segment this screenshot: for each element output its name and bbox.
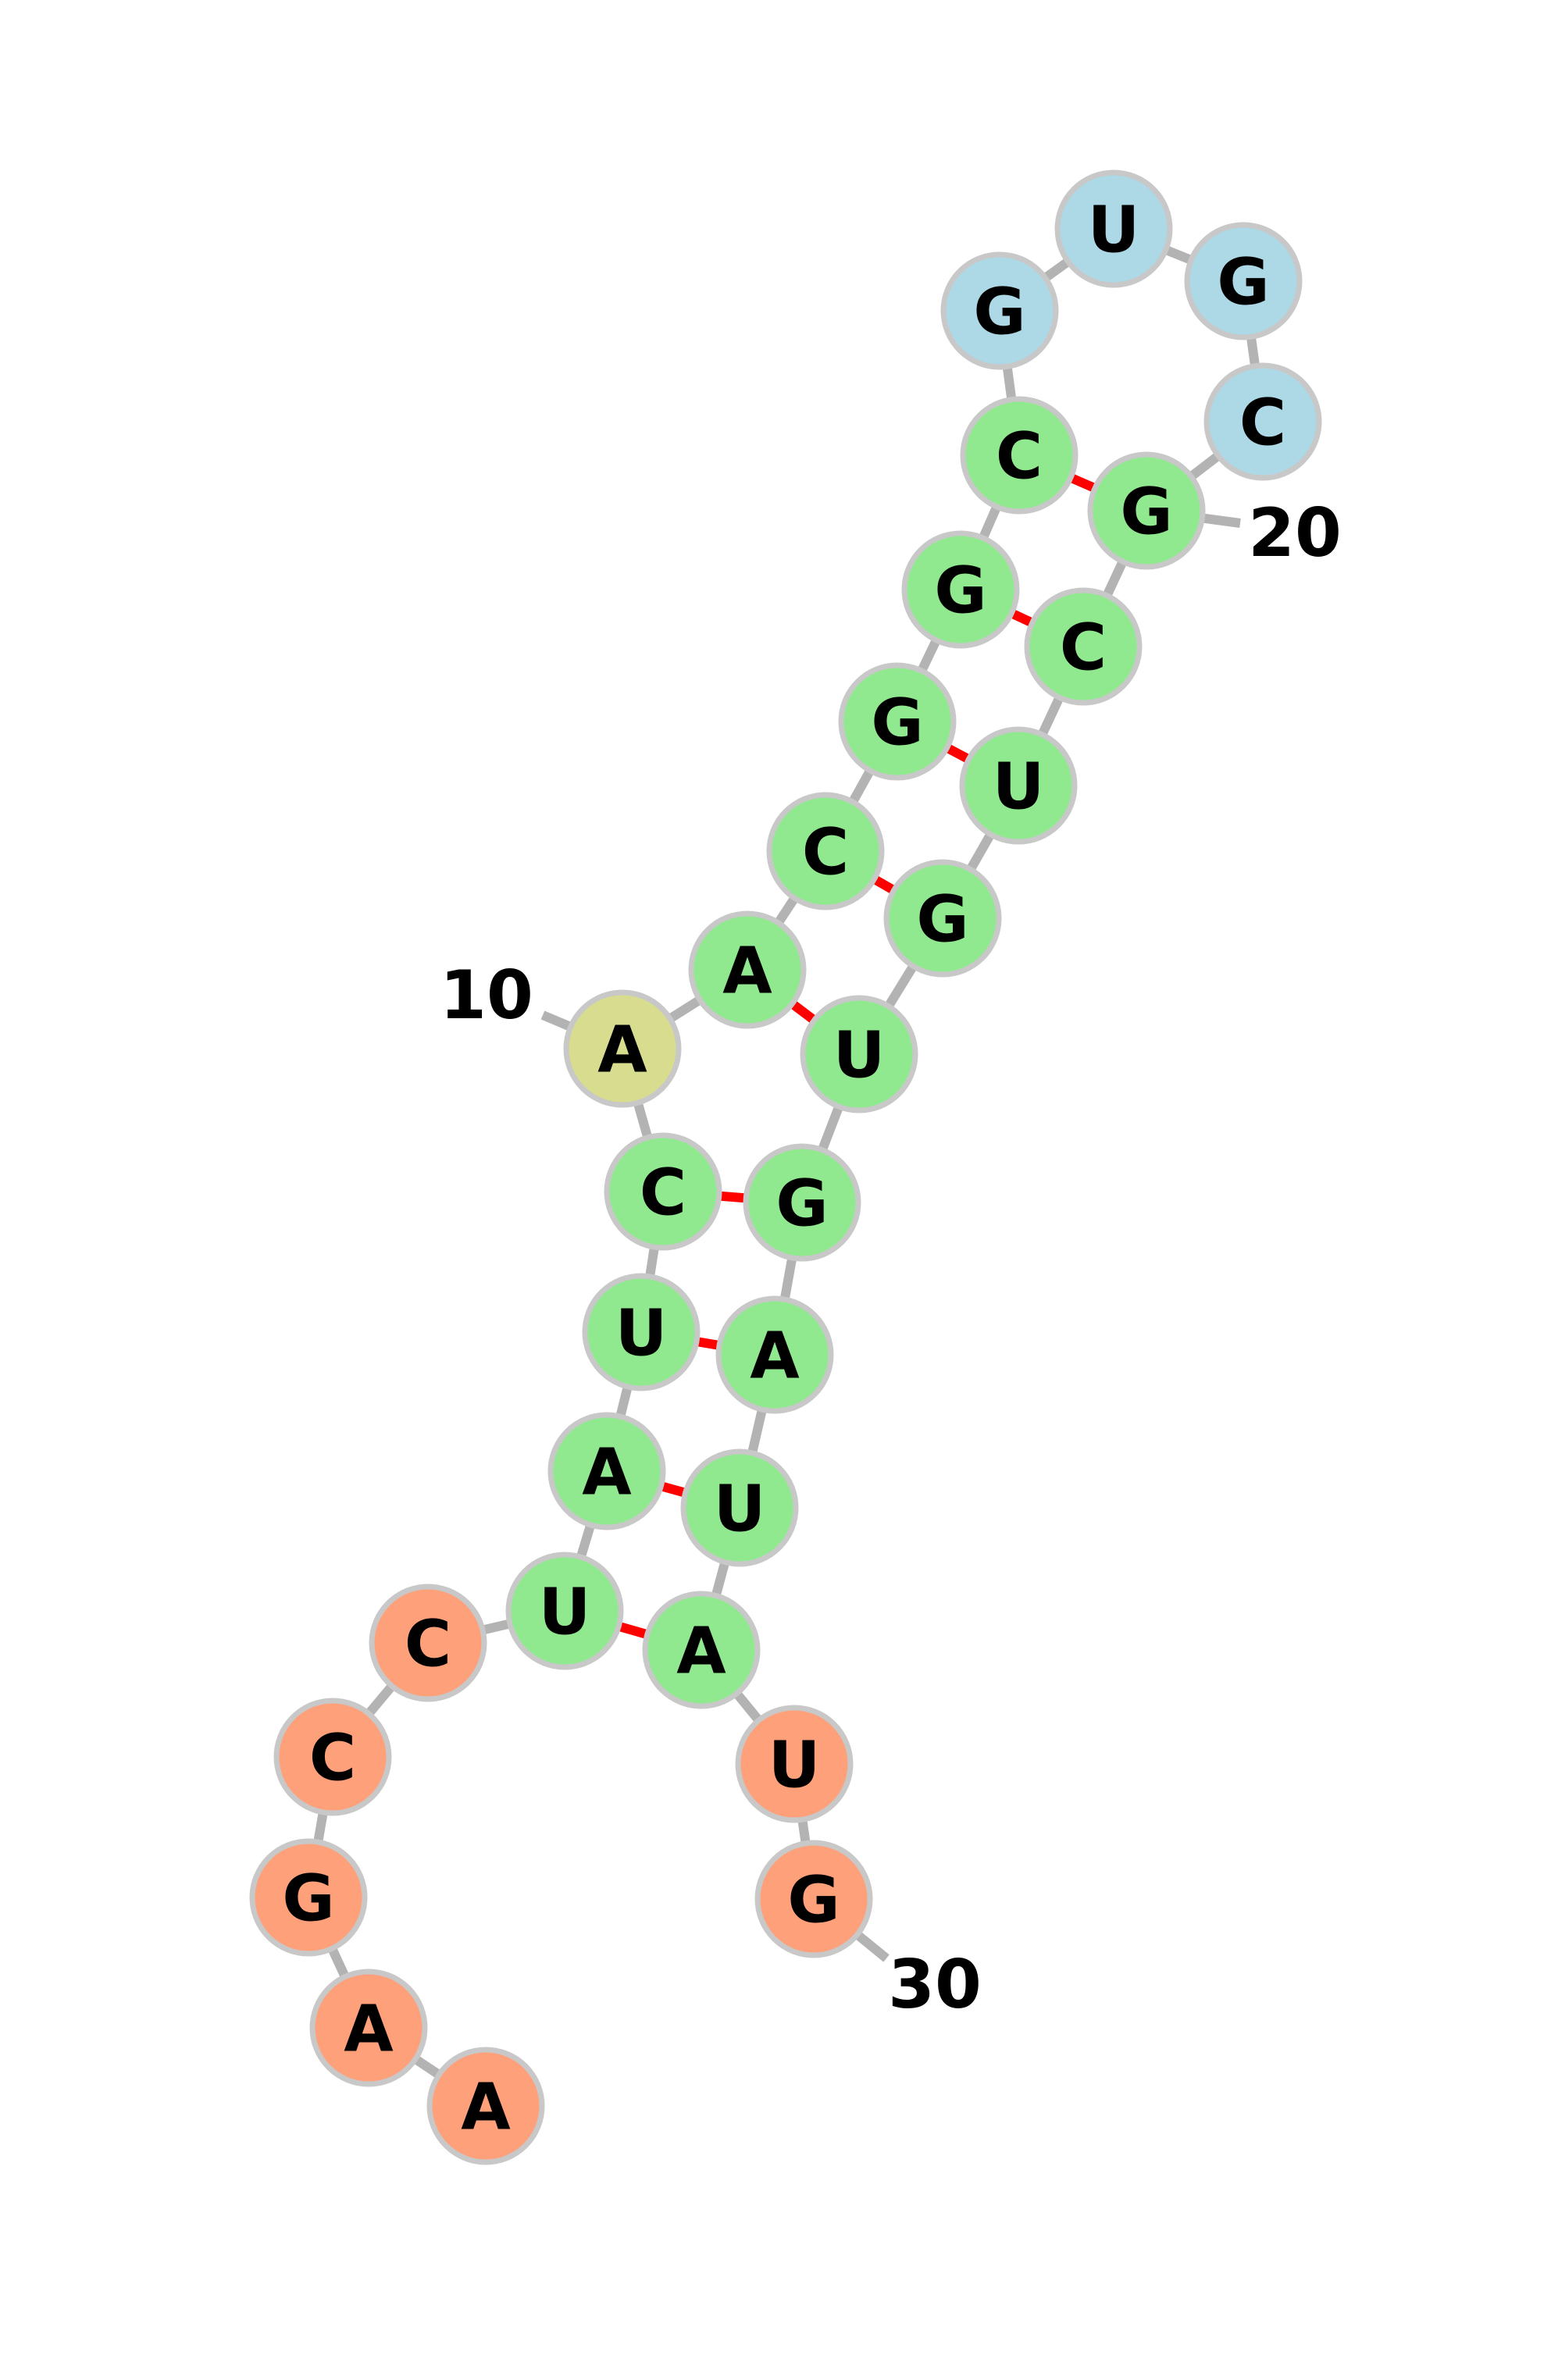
nucleotide-circle: [1024, 587, 1143, 706]
nucleotide-6: U: [505, 1552, 624, 1670]
nucleotide-21: C: [1024, 587, 1143, 706]
nucleotide-24: U: [800, 995, 918, 1113]
nucleotide-letter: U: [615, 1297, 668, 1371]
nucleotide-circle: [582, 1273, 701, 1391]
nucleotide-circle: [1087, 451, 1206, 570]
nucleotide-17: U: [1054, 169, 1173, 288]
nucleotide-27: U: [680, 1448, 799, 1567]
nucleotide-circle: [426, 2047, 545, 2165]
nucleotide-26: A: [715, 1295, 834, 1414]
nucleotide-circle: [1054, 169, 1173, 288]
nucleotide-12: C: [766, 792, 885, 910]
nucleotide-circle: [309, 1968, 428, 2087]
nucleotide-circle: [249, 1838, 368, 1957]
nucleotide-letter: C: [996, 420, 1043, 494]
nucleotide-30: G: [754, 1840, 873, 1958]
nucleotide-letter: G: [973, 276, 1025, 350]
nucleotide-letter: A: [344, 1993, 394, 2067]
nucleotide-14: G: [901, 530, 1020, 649]
nucleotide-28: A: [642, 1591, 761, 1709]
nucleotide-circle: [273, 1698, 392, 1816]
nucleotide-20: G: [1087, 451, 1206, 570]
nucleotide-circle: [505, 1552, 624, 1670]
nucleotide-letter: U: [993, 750, 1045, 825]
nucleotide-18: G: [1184, 222, 1303, 340]
nucleotide-letter: C: [405, 1608, 451, 1682]
nucleotide-letter: G: [1120, 476, 1172, 550]
nucleotide-letter: G: [916, 883, 968, 957]
nucleotide-4: C: [273, 1698, 392, 1816]
nucleotide-circle: [1184, 222, 1303, 340]
nucleotide-25: G: [743, 1143, 861, 1262]
nucleotide-22: U: [959, 726, 1078, 845]
nucleotide-circle: [642, 1591, 761, 1709]
index-label-20: 20: [1248, 494, 1342, 572]
nucleotide-letter: G: [787, 1864, 840, 1938]
nucleotide-circle: [959, 726, 1078, 845]
nucleotide-circle: [838, 662, 957, 781]
nucleotide-11: A: [688, 910, 807, 1029]
nucleotide-circle: [563, 989, 682, 1108]
nucleotide-letter: G: [934, 554, 986, 629]
nucleotide-letter: U: [714, 1473, 766, 1547]
index-label-layer: 10 20 30: [440, 494, 1342, 2024]
nucleotide-letter: U: [768, 1729, 821, 1803]
nucleotide-circle: [901, 530, 1020, 649]
nucleotide-circle: [680, 1448, 799, 1567]
nucleotide-circle: [604, 1132, 722, 1251]
nucleotide-19: C: [1203, 362, 1322, 481]
nucleotide-letter: C: [1060, 611, 1107, 686]
nucleotide-letter: C: [802, 816, 849, 890]
nucleotide-circle: [766, 792, 885, 910]
nucleotide-10: A: [563, 989, 682, 1108]
nucleotide-circle: [960, 396, 1079, 515]
nucleotide-circle: [800, 995, 918, 1113]
nucleotide-circle: [883, 859, 1002, 978]
nucleotide-letter: U: [539, 1576, 591, 1650]
index-label-30: 30: [888, 1946, 982, 2024]
nucleotide-circle: [547, 1412, 666, 1530]
nucleotide-circle: [735, 1705, 854, 1823]
nucleotide-letter: C: [309, 1722, 356, 1796]
nucleotide-8: U: [582, 1273, 701, 1391]
nucleotide-2: A: [309, 1968, 428, 2087]
nucleotide-letter: G: [871, 686, 923, 761]
nucleotide-letter: G: [1217, 246, 1269, 320]
nucleotide-letter: G: [282, 1862, 334, 1936]
nucleotide-7: A: [547, 1412, 666, 1530]
nucleotide-23: G: [883, 859, 1002, 978]
nucleotide-letter: A: [582, 1436, 632, 1510]
nucleotide-13: G: [838, 662, 957, 781]
nucleotide-1: A: [426, 2047, 545, 2165]
nucleotide-circle: [715, 1295, 834, 1414]
nucleotide-letter: A: [750, 1320, 800, 1394]
nucleotide-16: G: [940, 251, 1059, 370]
nucleotide-circle: [369, 1584, 487, 1702]
nucleotide-letter: G: [776, 1167, 828, 1242]
nucleotide-circle: [754, 1840, 873, 1958]
nucleotide-letter: A: [676, 1615, 726, 1689]
index-label-10: 10: [440, 957, 533, 1035]
nucleotide-letter: A: [461, 2071, 511, 2145]
nucleotide-5: C: [369, 1584, 487, 1702]
nucleotide-letter: A: [722, 935, 772, 1009]
nucleotide-15: C: [960, 396, 1079, 515]
nucleotide-29: U: [735, 1705, 854, 1823]
nucleotide-3: G: [249, 1838, 368, 1957]
nucleotide-circle: [1203, 362, 1322, 481]
nucleotide-letter: A: [597, 1014, 647, 1088]
nucleotide-letter: C: [640, 1156, 686, 1231]
nucleotide-circle: [688, 910, 807, 1029]
nucleotide-letter: U: [1088, 194, 1140, 268]
nucleotide-letter: U: [833, 1019, 886, 1093]
nucleotide-letter: C: [1239, 387, 1286, 461]
nucleotide-9: C: [604, 1132, 722, 1251]
nucleotide-circle: [743, 1143, 861, 1262]
nucleotide-circle: [940, 251, 1059, 370]
